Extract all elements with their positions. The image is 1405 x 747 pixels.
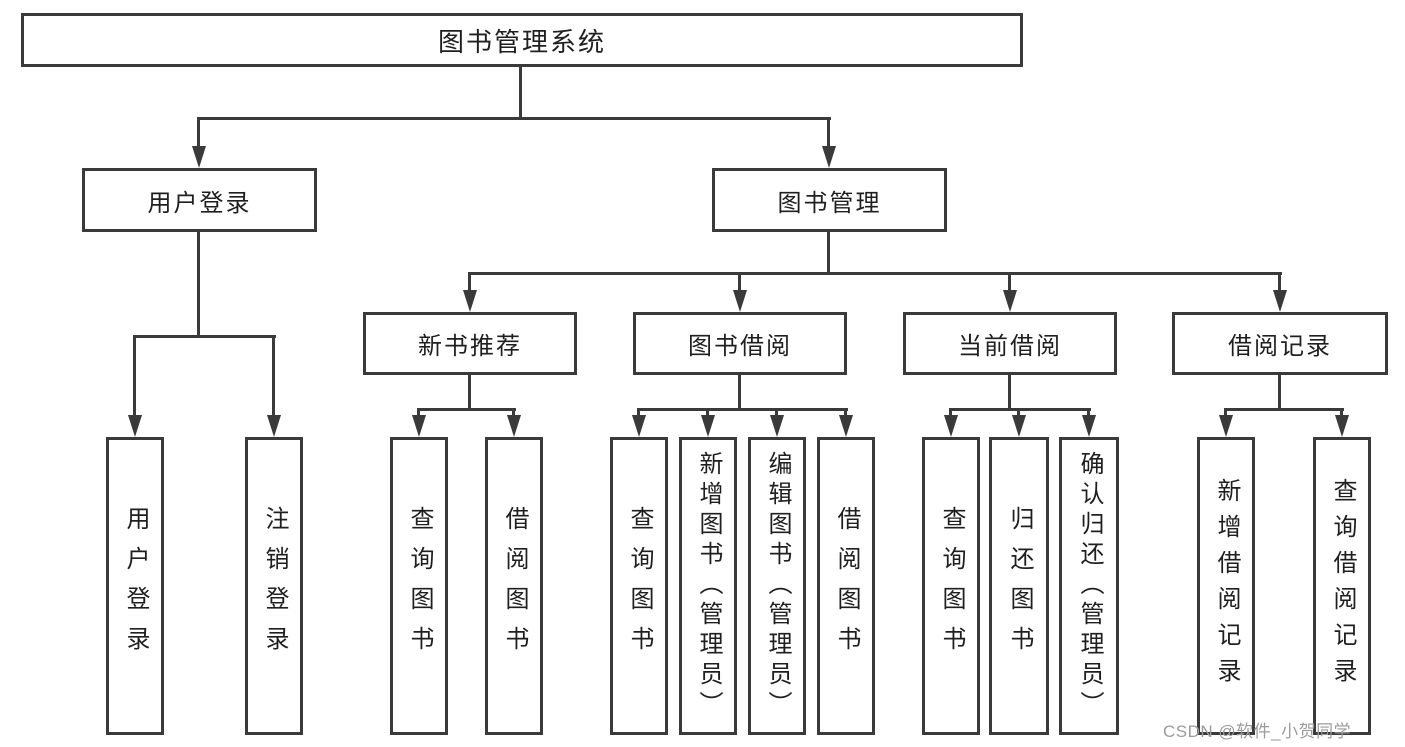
connector-book-borrowing-rail xyxy=(637,408,848,411)
connector-new-book-stem xyxy=(468,375,471,411)
watermark: CSDN @软件_小贺同学 xyxy=(1163,722,1352,741)
node-book-management-label: 图书管理 xyxy=(777,189,882,217)
connector-user-login-rail xyxy=(133,335,276,338)
leaf-user-login-label: 用户登录 xyxy=(122,506,149,666)
connector-leaf-line xyxy=(1087,408,1090,415)
connector-root-stem xyxy=(519,67,522,120)
connector-leaf-line xyxy=(637,408,640,415)
arrowhead-leaf xyxy=(632,415,646,437)
leaf-add-book-admin: 新增图书（管理员） xyxy=(679,437,737,735)
connector-leaf-line xyxy=(949,408,952,415)
connector-book-borrowing-stem xyxy=(738,375,741,411)
connector-to-leaf-logout xyxy=(272,335,275,415)
node-root-label: 图书管理系统 xyxy=(437,26,606,57)
arrowhead-new-book xyxy=(463,290,477,312)
node-user-login-label: 用户登录 xyxy=(147,189,252,217)
leaf-add-book-admin-label: 新增图书（管理员） xyxy=(695,451,722,721)
leaf-borrow-books-recommend: 借阅图书 xyxy=(485,437,543,735)
connector-leaf-line xyxy=(1224,408,1227,415)
leaf-query-books-recommend: 查询图书 xyxy=(390,437,448,735)
connector-new-book-rail xyxy=(417,408,516,411)
connector-leaf-line xyxy=(775,408,778,415)
leaf-query-books-current: 查询图书 xyxy=(922,437,980,735)
connector-borrowing-records-stem xyxy=(1278,375,1281,411)
arrowhead-leaf xyxy=(944,415,958,437)
node-book-borrowing: 图书借阅 xyxy=(633,312,847,375)
leaf-logout-label: 注销登录 xyxy=(261,506,288,666)
leaf-confirm-return-admin-label: 确认归还（管理员） xyxy=(1076,451,1103,721)
connector-borrowing-records-rail xyxy=(1224,408,1344,411)
connector-to-leaf-login xyxy=(133,335,136,415)
leaf-borrow-books-borrowing-label: 借阅图书 xyxy=(833,506,860,666)
node-new-book-recommend: 新书推荐 xyxy=(363,312,577,375)
connector-book-management-stem xyxy=(827,232,830,275)
connector-to-borrowing-records xyxy=(1278,275,1281,290)
leaf-borrow-books-borrowing: 借阅图书 xyxy=(817,437,875,735)
leaf-return-books: 归还图书 xyxy=(989,437,1049,735)
arrowhead-current-borrowing xyxy=(1003,290,1017,312)
connector-leaf-line xyxy=(706,408,709,415)
arrowhead-book-borrowing xyxy=(733,290,747,312)
arrowhead-leaf-login xyxy=(128,415,142,437)
arrowhead-leaf xyxy=(701,415,715,437)
connector-level2-rail xyxy=(198,117,831,120)
leaf-edit-book-admin: 编辑图书（管理员） xyxy=(748,437,806,735)
connector-level3-rail xyxy=(468,272,1282,275)
arrowhead-leaf xyxy=(507,415,521,437)
connector-to-new-book xyxy=(468,275,471,290)
node-user-login: 用户登录 xyxy=(82,168,317,232)
arrowhead-leaf xyxy=(1082,415,1096,437)
connector-to-book-borrowing xyxy=(738,275,741,290)
leaf-logout: 注销登录 xyxy=(245,437,303,735)
arrowhead-leaf xyxy=(839,415,853,437)
leaf-query-books-borrowing: 查询图书 xyxy=(610,437,668,735)
connector-to-current-borrowing xyxy=(1008,275,1011,290)
leaf-add-borrow-record-label: 新增借阅记录 xyxy=(1213,478,1240,694)
leaf-user-login: 用户登录 xyxy=(106,437,164,735)
connector-leaf-line xyxy=(417,408,420,415)
node-book-borrowing-label: 图书借阅 xyxy=(688,333,792,360)
node-current-borrowing-label: 当前借阅 xyxy=(958,333,1062,360)
node-borrowing-records-label: 借阅记录 xyxy=(1228,333,1332,360)
leaf-return-books-label: 归还图书 xyxy=(1006,506,1033,666)
leaf-query-borrow-record-label: 查询借阅记录 xyxy=(1329,478,1356,694)
node-book-management: 图书管理 xyxy=(712,168,947,232)
arrowhead-leaf xyxy=(1335,415,1349,437)
connector-current-borrowing-rail xyxy=(949,408,1091,411)
leaf-query-books-borrowing-label: 查询图书 xyxy=(626,506,653,666)
arrowhead-leaf xyxy=(1219,415,1233,437)
leaf-query-books-current-label: 查询图书 xyxy=(938,506,965,666)
node-current-borrowing: 当前借阅 xyxy=(903,312,1117,375)
node-root-library-system: 图书管理系统 xyxy=(21,13,1023,67)
arrowhead-user-login xyxy=(192,146,206,168)
connector-user-login-stem xyxy=(197,232,200,338)
connector-current-borrowing-stem xyxy=(1008,375,1011,411)
leaf-query-books-recommend-label: 查询图书 xyxy=(406,506,433,666)
arrowhead-leaf xyxy=(1012,415,1026,437)
arrowhead-book-management xyxy=(822,146,836,168)
connector-to-book-management xyxy=(827,117,830,146)
connector-leaf-line xyxy=(1340,408,1343,415)
arrowhead-leaf-logout xyxy=(267,415,281,437)
arrowhead-leaf xyxy=(770,415,784,437)
connector-leaf-line xyxy=(1017,408,1020,415)
node-new-book-recommend-label: 新书推荐 xyxy=(418,333,522,360)
connector-to-user-login xyxy=(197,117,200,146)
node-borrowing-records: 借阅记录 xyxy=(1172,312,1388,375)
arrowhead-leaf xyxy=(412,415,426,437)
leaf-query-borrow-record: 查询借阅记录 xyxy=(1313,437,1371,735)
leaf-add-borrow-record: 新增借阅记录 xyxy=(1197,437,1255,735)
connector-leaf-line xyxy=(844,408,847,415)
connector-leaf-line xyxy=(512,408,515,415)
leaf-confirm-return-admin: 确认归还（管理员） xyxy=(1059,437,1119,735)
leaf-borrow-books-recommend-label: 借阅图书 xyxy=(501,506,528,666)
arrowhead-borrowing-records xyxy=(1273,290,1287,312)
leaf-edit-book-admin-label: 编辑图书（管理员） xyxy=(764,451,791,721)
